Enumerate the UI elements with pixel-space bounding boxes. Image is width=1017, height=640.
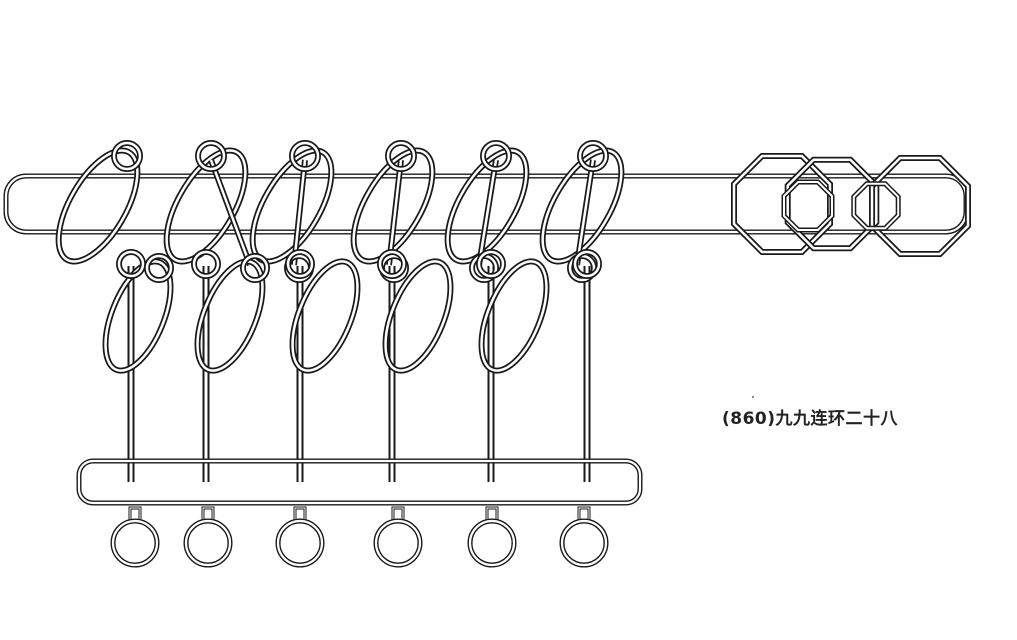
foot-ring-2 [183,506,233,568]
hook-loop-1 [240,253,270,283]
upper-ring-1 [55,147,141,265]
foot-circle-5 [467,518,517,568]
upper-ring-4-core [352,149,434,263]
rod-loop-5-core [477,250,505,278]
handle-octagon-3 [869,155,971,257]
foot-rings-layer [110,506,609,568]
rod-loop-4-core [378,250,406,278]
handle-inner-octagon-1 [781,179,835,233]
top-loop-2 [195,140,227,172]
handle-octagon-2-core [786,158,878,250]
foot-ring-1 [110,506,160,568]
foot-circle-6-core [560,519,608,567]
foot-circle-3 [275,518,325,568]
rod-loop-6 [572,249,602,279]
rod-loop-3 [285,249,315,279]
base-bar-core [77,459,642,505]
image-speck [752,396,754,398]
rod-loop-1 [116,249,146,279]
foot-ring-6 [559,506,609,568]
lower-ring-3-core [291,260,359,372]
top-loop-5 [480,140,512,172]
foot-ring-4 [373,506,423,568]
rod-loop-4 [377,249,407,279]
handle-inner-octagon-2 [851,181,901,231]
hook-loop-0 [144,253,174,283]
foot-ring-5 [467,506,517,568]
rod-loop-1-core [117,250,145,278]
lower-ring-5 [478,258,550,374]
link-wire-2-core [209,159,252,266]
foot-ring-3 [275,506,325,568]
foot-circle-1-core [111,519,159,567]
lower-ring-2-core [196,260,264,372]
handle-octagon-1-core [732,154,832,254]
top-loop-2-core [196,141,226,171]
lower-ring-5-core [480,260,548,372]
lower-ring-4-core [384,260,452,372]
upper-ring-5 [444,147,530,265]
diagram-caption: (860)九九连环二十八 [722,409,899,429]
handle-octagon-1 [731,153,833,255]
link-wire-4-core [387,159,403,266]
rod-loop-2 [191,249,221,279]
top-loop-3-core [290,141,320,171]
link-wire-6 [574,159,596,266]
link-wire-3 [291,159,308,266]
top-loop-5-core [481,141,511,171]
foot-circle-2-core [184,519,232,567]
link-wire-4 [386,159,404,266]
link-wire-6-core [575,159,595,266]
link-wire-5 [476,159,499,266]
hook-loop-0-core [145,254,173,282]
handle-layer [731,153,971,257]
foot-circle-1 [110,518,160,568]
upper-ring-4 [350,147,436,265]
hook-loop-1-core [241,254,269,282]
foot-circle-5-core [468,519,516,567]
link-wire-5-core [477,159,498,266]
top-loop-6-core [578,141,608,171]
top-loop-6 [577,140,609,172]
rod-loop-5 [476,249,506,279]
upper-ring-5-core [446,149,528,263]
rod-loop-6-core [573,250,601,278]
upper-ring-6-core [541,149,623,263]
top-loop-4-core [386,141,416,171]
foot-circle-3-core [276,519,324,567]
foot-circle-4-core [374,519,422,567]
base-bar-layer [76,458,643,506]
top-loop-1 [111,140,143,172]
handle-inner-octagon-1-core [783,181,833,231]
top-loop-1-core [112,141,142,171]
link-wire-2 [208,158,253,267]
top-loop-4 [385,140,417,172]
upper-ring-1-core [57,149,139,263]
loops-layer [111,140,609,283]
upper-ring-6 [539,147,625,265]
foot-circle-6 [559,518,609,568]
base-bar [76,458,643,506]
base-bar-outline [76,458,643,506]
rod-loop-2-core [192,250,220,278]
handle-inner-octagon-2-core [852,182,900,230]
handle-octagon-2 [784,156,880,252]
top-loop-3 [289,140,321,172]
foot-circle-2 [183,518,233,568]
handle-octagon-3-core [870,156,970,256]
lower-ring-4 [382,258,454,374]
foot-circle-4 [373,518,423,568]
rod-loop-3-core [286,250,314,278]
lower-ring-1-core [104,260,172,372]
lower-ring-1 [102,258,174,374]
lower-ring-2 [194,258,266,374]
link-wire-3-core [292,159,307,266]
lower-ring-3 [289,258,361,374]
